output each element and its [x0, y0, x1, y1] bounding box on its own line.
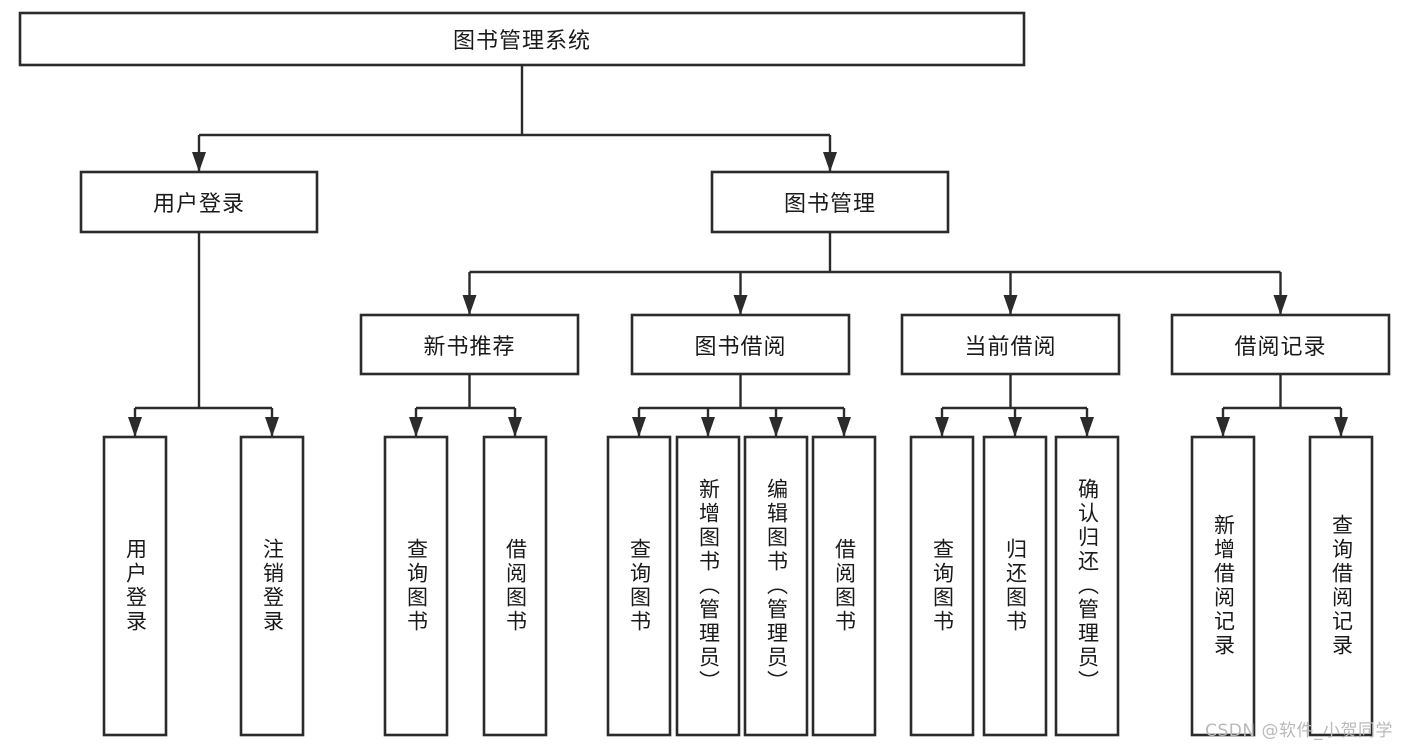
node-box-root[interactable] — [18, 11, 1026, 67]
boxes-layer — [18, 11, 1391, 737]
arrow-head-leaf-confirm-return — [1080, 417, 1094, 437]
arrow-head-leaf-user-login — [128, 417, 142, 437]
arrow-head-leaf-borrow-book-1 — [508, 417, 522, 437]
node-box-leaf-confirm-return[interactable] — [1054, 435, 1120, 737]
arrow-head-new-book-recommend — [462, 295, 477, 315]
arrow-head-leaf-return-book — [1008, 417, 1022, 437]
node-box-leaf-logout[interactable] — [239, 435, 305, 737]
node-box-leaf-edit-book[interactable] — [743, 435, 809, 737]
node-box-leaf-borrow-book-1[interactable] — [482, 435, 548, 737]
arrow-head-leaf-query-record — [1334, 417, 1348, 437]
node-box-leaf-query-book-3[interactable] — [909, 435, 975, 737]
node-box-leaf-query-record[interactable] — [1308, 435, 1374, 737]
arrow-head-book-borrow — [733, 295, 748, 315]
arrow-head-leaf-add-record — [1216, 417, 1230, 437]
node-box-leaf-user-login[interactable] — [102, 435, 168, 737]
node-box-current-borrow[interactable] — [900, 313, 1121, 376]
node-box-new-book-recommend[interactable] — [359, 313, 580, 376]
arrow-head-user-login — [192, 152, 206, 172]
arrow-head-leaf-edit-book — [769, 417, 783, 437]
arrow-head-book-manage — [823, 152, 837, 172]
arrow-head-leaf-logout — [265, 417, 279, 437]
node-box-leaf-add-record[interactable] — [1190, 435, 1256, 737]
node-box-leaf-return-book[interactable] — [982, 435, 1048, 737]
node-box-book-borrow[interactable] — [630, 313, 851, 376]
arrow-head-leaf-query-book-2 — [632, 417, 646, 437]
node-box-book-manage[interactable] — [710, 170, 950, 234]
arrow-head-leaf-query-book-1 — [409, 417, 423, 437]
connectors-layer — [128, 65, 1348, 437]
arrow-head-leaf-borrow-book-2 — [837, 417, 851, 437]
node-box-user-login[interactable] — [79, 170, 319, 234]
node-box-leaf-borrow-book-2[interactable] — [811, 435, 877, 737]
node-box-leaf-add-book[interactable] — [675, 435, 741, 737]
node-box-borrow-record[interactable] — [1170, 313, 1391, 376]
arrow-head-leaf-add-book — [701, 417, 715, 437]
node-box-leaf-query-book-2[interactable] — [606, 435, 672, 737]
arrow-head-borrow-record — [1273, 295, 1288, 315]
arrow-head-leaf-query-book-3 — [935, 417, 949, 437]
arrow-head-current-borrow — [1003, 295, 1018, 315]
node-box-leaf-query-book-1[interactable] — [383, 435, 449, 737]
